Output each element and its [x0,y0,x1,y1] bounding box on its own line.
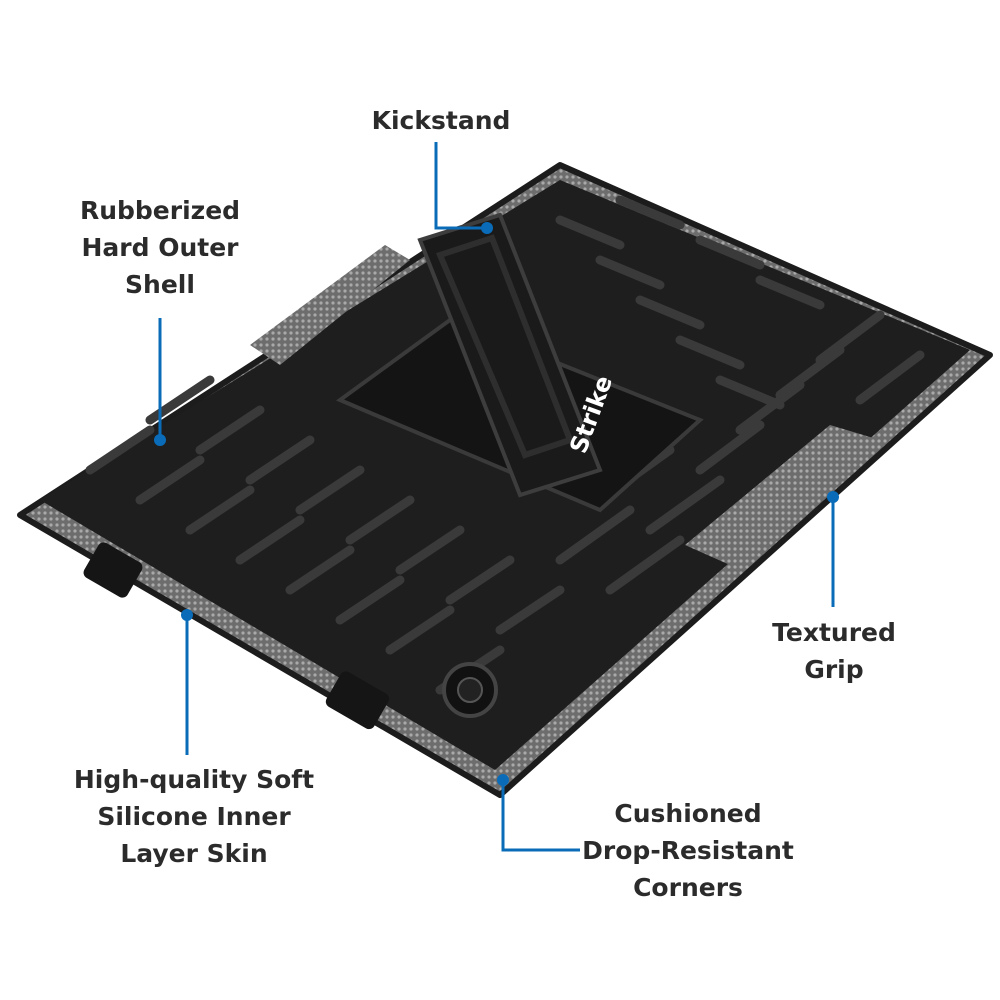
callout-grip: Textured Grip [772,614,896,688]
callout-text: Grip [804,655,864,684]
callout-text: Kickstand [371,106,511,135]
callout-dots [154,222,839,786]
callout-shell: Rubberized Hard Outer Shell [80,192,240,303]
case-back-shell [40,180,970,770]
callout-text: Corners [633,873,743,902]
callout-text: Hard Outer [81,233,239,262]
callout-skin: High-quality Soft Silicone Inner Layer S… [74,761,314,872]
callout-text: Cushioned [614,799,762,828]
callout-text: Layer Skin [120,839,268,868]
callout-text: Rubberized [79,196,241,225]
kickstand [335,212,704,513]
callout-lines [158,142,835,852]
callout-text: Shell [125,270,195,299]
callout-text: Textured [772,618,896,647]
callout-text: High-quality Soft [73,765,315,794]
callout-text: Silicone Inner [97,802,291,831]
callout-text: Drop-Resistant [582,836,794,865]
grip-panel-left [250,245,410,365]
callout-corners: Cushioned Drop-Resistant Corners [582,795,794,906]
callout-kickstand: Kickstand [372,102,511,139]
grip-panel-right [685,425,880,565]
